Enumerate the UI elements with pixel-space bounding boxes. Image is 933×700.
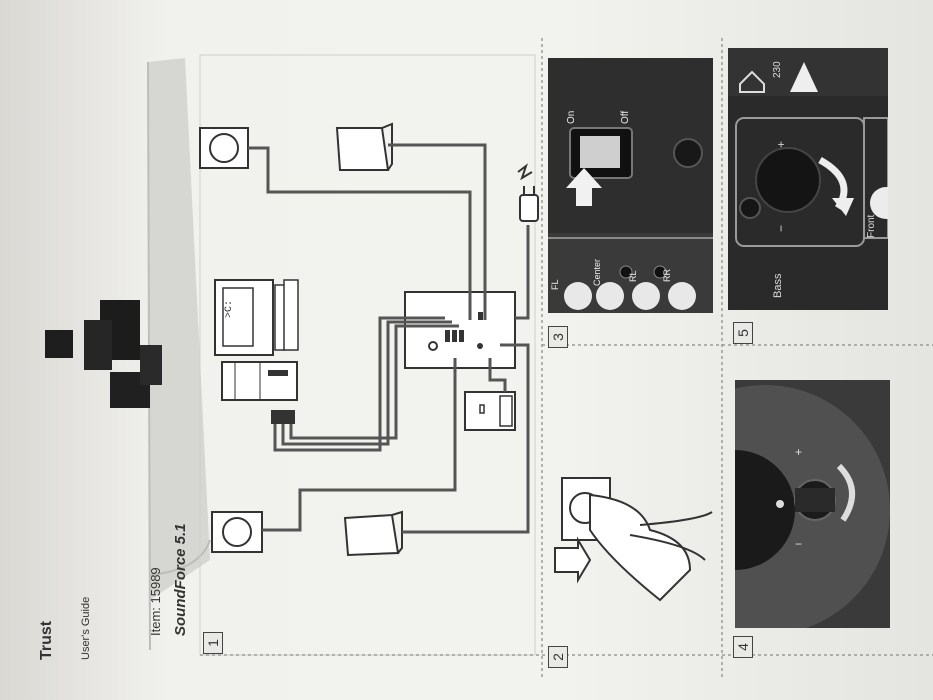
svg-text:+: +: [795, 445, 802, 459]
bass-plus-label: +: [774, 140, 788, 148]
arrow-icon: [566, 168, 602, 206]
panel-number-1: 1: [203, 632, 223, 654]
computer-monitor: [214, 279, 286, 356]
rotate-arrow-icon-2: [836, 463, 856, 522]
brand-logo: Trust: [38, 620, 55, 660]
bass-knob: [755, 147, 821, 213]
subwoofer: [464, 391, 516, 431]
power-plug-icon: [517, 163, 539, 222]
jack-label-rl: RL: [628, 270, 638, 282]
jack-label-rr: RR: [662, 269, 672, 282]
screw-icon: [673, 138, 703, 168]
guide-label: User's Guide: [80, 596, 92, 660]
switch-on-label: On: [566, 110, 577, 124]
panel-number-3: 3: [548, 326, 568, 348]
speaker-top-left: [199, 127, 249, 169]
panel-number-5: 5: [733, 322, 753, 344]
voltage-label: 230: [772, 61, 783, 78]
photo-bass-knob: 230 + − Bass Front: [728, 48, 888, 310]
jack-label-center: Center: [592, 258, 602, 286]
speaker-rear-bottom: [343, 510, 403, 557]
computer-prompt: >C:: [224, 299, 235, 318]
rca-plugs: [271, 410, 295, 424]
bass-label: Bass: [772, 273, 784, 298]
computer-keyboard: [283, 279, 299, 351]
product-title: SoundForce 5.1: [172, 523, 189, 636]
front-label: Front: [866, 214, 877, 238]
photo-volume-knob: + −: [735, 380, 890, 628]
cables: [248, 143, 530, 534]
item-label: Item: 15989: [148, 567, 163, 636]
speaker-bottom-left: [211, 511, 263, 553]
speaker-set-photo: [45, 300, 162, 408]
switch-off-label: Off: [620, 110, 631, 124]
socket-hand-illustration: [554, 477, 713, 602]
speaker-rear-top: [335, 122, 393, 171]
svg-text:−: −: [795, 537, 802, 551]
panel-number-4: 4: [733, 636, 753, 658]
lightning-icon: [517, 163, 533, 181]
panel-1-frame: [199, 54, 536, 656]
computer-tower: [221, 361, 298, 401]
photo-power-switch: On Off FL Center RL RR: [548, 58, 713, 313]
jack-label-fl: FL: [550, 279, 560, 290]
amplifier-unit: [404, 291, 516, 369]
rocker-switch-on-side: [580, 136, 620, 168]
header-band: [148, 58, 210, 600]
warning-icon: [790, 62, 818, 92]
bass-minus-label: −: [774, 224, 788, 232]
home-icon: [739, 70, 765, 93]
panel-number-2: 2: [548, 646, 568, 668]
